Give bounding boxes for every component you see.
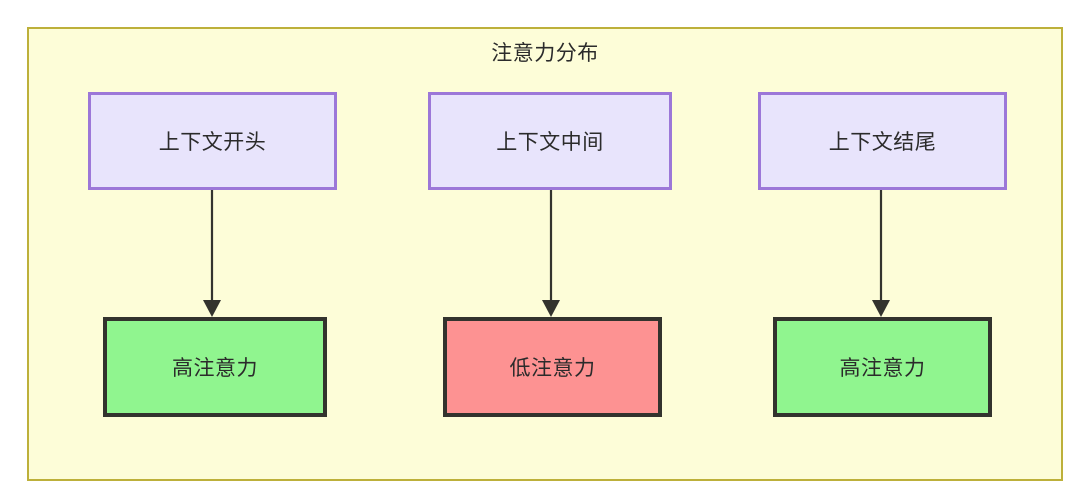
node-low-attention-middle-label: 低注意力 <box>509 357 596 380</box>
node-context-middle[interactable]: 上下文中间 <box>428 92 672 190</box>
node-context-beginning[interactable]: 上下文开头 <box>88 92 337 190</box>
node-context-end-label: 上下文结尾 <box>828 131 937 154</box>
subgraph-title: 注意力分布 <box>491 42 599 65</box>
node-low-attention-middle[interactable]: 低注意力 <box>443 317 662 417</box>
node-context-middle-label: 上下文中间 <box>496 131 604 154</box>
node-high-attention-beginning[interactable]: 高注意力 <box>103 317 327 417</box>
node-high-attention-beginning-label: 高注意力 <box>172 357 258 380</box>
node-high-attention-end-label: 高注意力 <box>839 357 926 380</box>
node-context-beginning-label: 上下文开头 <box>158 131 267 154</box>
node-context-end[interactable]: 上下文结尾 <box>758 92 1007 190</box>
node-high-attention-end[interactable]: 高注意力 <box>773 317 992 417</box>
